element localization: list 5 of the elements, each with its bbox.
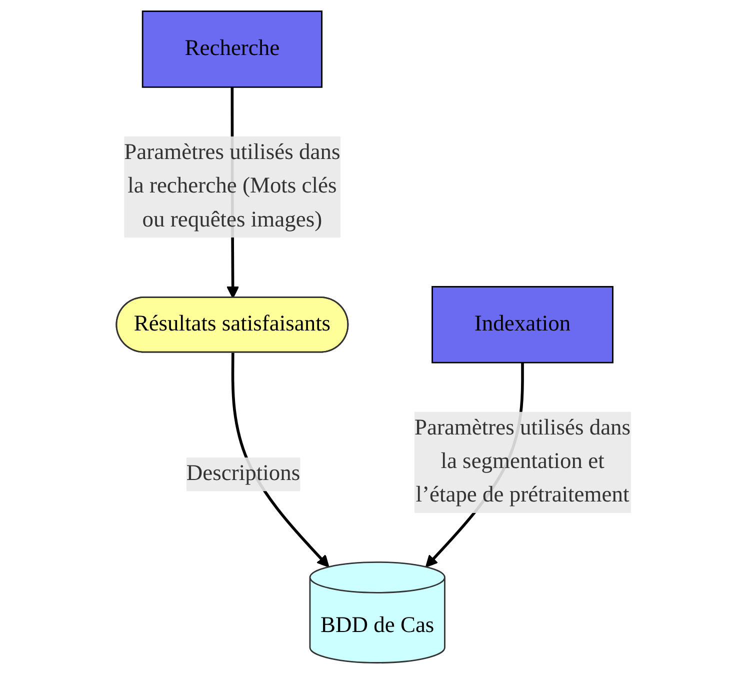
edge-label: Descriptions bbox=[186, 462, 300, 486]
node-box: Indexation bbox=[432, 286, 614, 364]
edge-label: Paramètres utilisés dans la recherche (Mots clés ou requêtes images) bbox=[124, 140, 340, 232]
node-box: Recherche bbox=[142, 10, 322, 88]
edge-label: Paramètres utilisés dans la segmentation et l’étape de prétraitement bbox=[414, 416, 631, 508]
